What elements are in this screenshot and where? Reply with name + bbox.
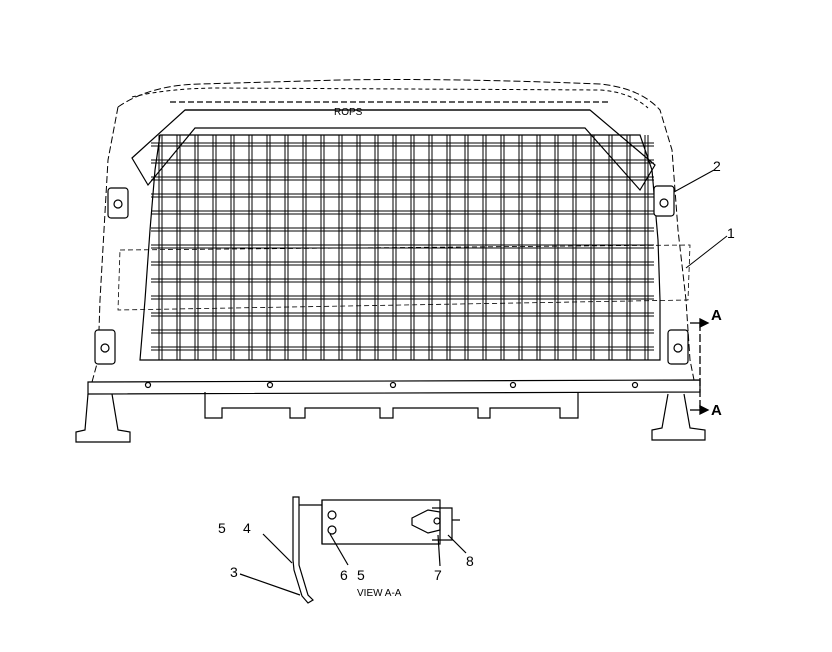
section-marker-bottom: A [711, 402, 722, 419]
callout-2: 2 [713, 158, 721, 174]
callout-4: 4 [243, 520, 251, 536]
callout-5b: 5 [357, 567, 365, 583]
callout-1: 1 [727, 225, 735, 241]
wire-mesh-screen [151, 135, 654, 360]
rops-crossbar [131, 101, 656, 192]
callout-3: 3 [230, 564, 238, 580]
mounting-bracket-lower-right [667, 329, 689, 365]
mounting-bracket-lower-left [94, 329, 116, 365]
right-post-foot [651, 393, 706, 441]
left-post-foot [75, 393, 131, 443]
callout-7: 7 [434, 567, 442, 583]
mounting-bracket-upper-right [653, 185, 675, 217]
section-marker-top: A [711, 307, 722, 324]
callout-6: 6 [340, 567, 348, 583]
rops-frame-outline [91, 79, 695, 383]
leader-lines-main [673, 169, 728, 269]
section-line-a [690, 317, 710, 416]
view-a-a-detail [239, 496, 467, 604]
rops-label: ROPS [334, 107, 363, 118]
mounting-bracket-upper-left [107, 187, 129, 219]
callout-8: 8 [466, 553, 474, 569]
base-plate [87, 379, 701, 419]
callout-5a: 5 [218, 520, 226, 536]
view-caption: VIEW A-A [357, 588, 402, 599]
